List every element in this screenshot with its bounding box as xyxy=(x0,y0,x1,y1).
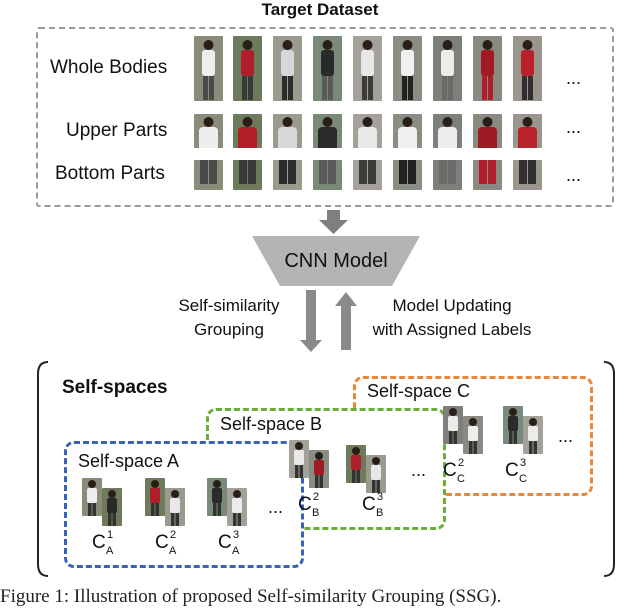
space-b-ellipsis: ... xyxy=(411,460,427,480)
person-thumbnail xyxy=(393,160,422,190)
person-thumbnail xyxy=(393,36,422,101)
cluster-person-image xyxy=(82,478,102,516)
diagram-title: Target Dataset xyxy=(261,0,379,19)
row-label-whole-bodies: Whole Bodies xyxy=(50,57,168,78)
person-thumbnail xyxy=(473,36,502,101)
cluster-person-image xyxy=(207,478,227,516)
person-thumbnail xyxy=(393,114,422,148)
cluster-person-image xyxy=(346,445,366,483)
cluster-person-image xyxy=(165,488,185,526)
self-spaces-title: Self-spaces xyxy=(62,377,168,398)
down-arrow xyxy=(300,290,322,352)
row-ellipsis-whole: ... xyxy=(566,68,582,88)
cluster-person-image xyxy=(227,488,247,526)
cluster-person-image xyxy=(463,416,483,454)
person-thumbnail xyxy=(513,114,542,148)
cluster-person-image xyxy=(443,406,463,444)
person-thumbnail xyxy=(233,114,262,148)
person-thumbnail xyxy=(273,36,302,101)
row-ellipsis-bottom: ... xyxy=(566,165,582,185)
person-thumbnail xyxy=(313,160,342,190)
person-thumbnail xyxy=(233,160,262,190)
person-thumbnail xyxy=(433,160,462,190)
person-thumbnail xyxy=(513,160,542,190)
cluster-person-image xyxy=(523,416,543,454)
person-thumbnail xyxy=(353,36,382,101)
cluster-person-image xyxy=(102,488,122,526)
space-c-ellipsis: ... xyxy=(558,426,574,446)
person-thumbnail xyxy=(473,160,502,190)
person-thumbnail xyxy=(433,36,462,101)
cnn-model-label: CNN Model xyxy=(284,250,388,272)
person-thumbnail xyxy=(194,36,223,101)
person-thumbnail xyxy=(194,160,223,190)
row-ellipsis-upper: ... xyxy=(566,117,582,137)
cnn-model-shape xyxy=(252,236,420,286)
cluster-person-image xyxy=(503,406,523,444)
self-space-b-label: Self-space B xyxy=(218,414,325,435)
person-thumbnail xyxy=(353,160,382,190)
person-thumbnail xyxy=(273,160,302,190)
person-thumbnail xyxy=(313,36,342,101)
person-thumbnail xyxy=(473,114,502,148)
person-thumbnail xyxy=(194,114,223,148)
self-spaces-frame xyxy=(37,361,615,577)
cluster-person-image xyxy=(366,455,386,493)
cluster-person-image xyxy=(309,450,329,488)
row-label-bottom-parts: Bottom Parts xyxy=(55,163,165,184)
cluster-person-image xyxy=(289,440,309,478)
person-thumbnail xyxy=(353,114,382,148)
cluster-person-image xyxy=(145,478,165,516)
grouping-arrows xyxy=(300,290,357,352)
self-similarity-grouping-label: Self-similarity Grouping xyxy=(178,296,280,339)
up-arrow xyxy=(335,292,357,350)
space-a-ellipsis: ... xyxy=(268,497,284,517)
row-label-upper-parts: Upper Parts xyxy=(66,120,168,141)
person-thumbnail xyxy=(433,114,462,148)
person-thumbnail xyxy=(513,36,542,101)
target-dataset-box xyxy=(36,27,614,207)
person-thumbnail xyxy=(273,114,302,148)
dataset-to-model-arrow xyxy=(319,210,348,234)
person-thumbnail xyxy=(313,114,342,148)
figure-caption: Figure 1: Illustration of proposed Self-… xyxy=(0,586,502,607)
person-thumbnail xyxy=(233,36,262,101)
model-updating-label: Model Updating with Assigned Labels xyxy=(372,296,532,339)
self-space-a-label: Self-space A xyxy=(76,451,182,472)
self-space-c-label: Self-space C xyxy=(365,381,473,402)
